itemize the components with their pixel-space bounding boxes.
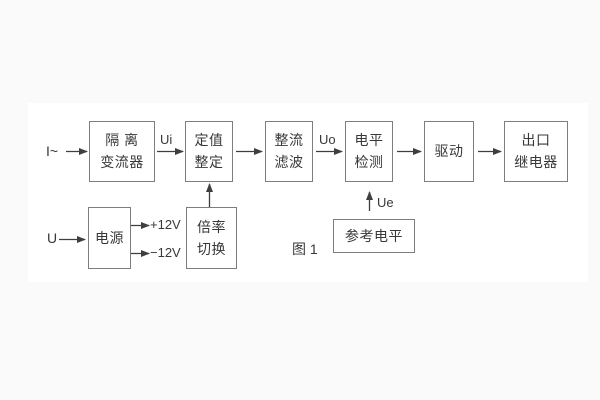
block-ratio-switch: 倍率 切换 [186,207,237,269]
block-label: 倍率 [197,218,226,235]
block-driver: 驱动 [424,121,474,182]
block-label: 继电器 [514,154,558,170]
block-label: 电平 [354,132,384,148]
signal-label-plus-12v: +12V [150,217,181,232]
signal-label-minus-12v: −12V [150,245,181,260]
block-label: 定值 [194,132,224,148]
block-label: 滤波 [274,154,304,170]
block-isolation-transformer: 隔 离 变流器 [89,121,155,182]
block-level-detection: 电平 检测 [345,121,393,182]
signal-label-uo: Uo [319,132,336,147]
block-label: 整定 [194,154,224,170]
block-label: 隔 离 [105,132,139,148]
figure-caption: 图 1 [292,241,318,257]
signal-label-input-current: I~ [46,143,59,159]
block-label: 驱动 [434,143,464,159]
block-output-relay: 出口 继电器 [504,121,568,182]
signal-label-ui: Ui [160,132,173,147]
block-label: 参考电平 [345,227,403,244]
block-rectifier-filter: 整流 滤波 [265,121,313,182]
block-label: 出口 [521,132,551,148]
block-setting-adjustment: 定值 整定 [185,121,233,182]
block-power-supply: 电源 [88,207,131,269]
signal-label-input-voltage: U [47,230,58,246]
block-label: 切换 [197,240,226,257]
signal-label-ue: Ue [377,195,394,210]
block-label: 电源 [95,229,124,246]
block-label: 整流 [274,132,304,148]
block-label: 变流器 [100,154,144,170]
block-reference-level: 参考电平 [333,219,415,253]
block-label: 检测 [354,154,384,170]
